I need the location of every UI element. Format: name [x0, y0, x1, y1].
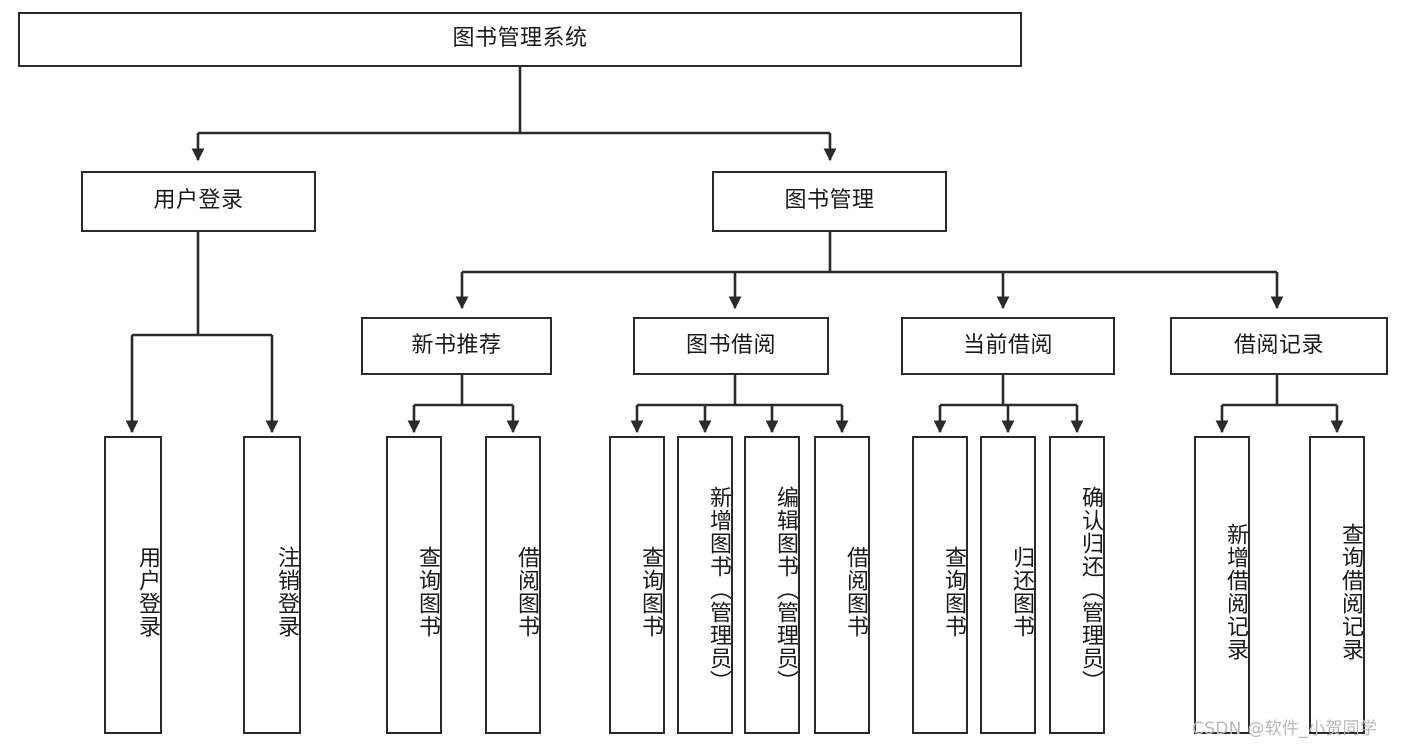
node-label: 新增图书（管理员）	[706, 485, 731, 693]
node-label: 借阅图书	[514, 546, 539, 638]
node-label: 借阅记录	[1233, 332, 1324, 358]
leaf-book-borrow-add-book-admin[interactable]: 新增图书（管理员）	[677, 436, 733, 734]
node-label: 用户登录	[135, 546, 160, 638]
leaf-current-borrow-query-book[interactable]: 查询图书	[912, 436, 968, 734]
node-label: 图书借阅	[685, 332, 776, 358]
leaf-current-borrow-confirm-return-admin[interactable]: 确认归还（管理员）	[1049, 436, 1105, 734]
node-new-book-recommend[interactable]: 新书推荐	[361, 317, 552, 375]
leaf-book-borrow-borrow-book[interactable]: 借阅图书	[814, 436, 870, 734]
leaf-book-borrow-query-book[interactable]: 查询图书	[609, 436, 665, 734]
node-root-book-management-system[interactable]: 图书管理系统	[18, 12, 1022, 67]
leaf-current-borrow-return-book[interactable]: 归还图书	[980, 436, 1036, 734]
node-label: 查询图书	[638, 546, 663, 638]
node-book-borrow[interactable]: 图书借阅	[633, 317, 829, 375]
node-label: 归还图书	[1009, 546, 1034, 638]
node-label: 确认归还（管理员）	[1078, 485, 1103, 693]
leaf-new-book-query-book[interactable]: 查询图书	[386, 436, 442, 734]
node-label: 借阅图书	[843, 546, 868, 638]
node-label: 用户登录	[153, 188, 244, 214]
csdn-watermark: CSDN @软件_小贺同学	[1192, 719, 1378, 739]
node-book-management[interactable]: 图书管理	[712, 171, 947, 232]
leaf-borrow-record-query-record[interactable]: 查询借阅记录	[1309, 436, 1365, 734]
node-label: 编辑图书（管理员）	[773, 485, 798, 693]
leaf-borrow-record-add-record[interactable]: 新增借阅记录	[1194, 436, 1250, 734]
node-user-login[interactable]: 用户登录	[81, 171, 316, 232]
node-label: 注销登录	[274, 546, 299, 638]
node-label: 图书管理	[784, 188, 875, 214]
node-label: 当前借阅	[962, 332, 1053, 358]
leaf-new-book-borrow-book[interactable]: 借阅图书	[485, 436, 541, 734]
node-label: 查询借阅记录	[1338, 523, 1363, 661]
node-label: 新书推荐	[411, 332, 502, 358]
node-label: 查询图书	[415, 546, 440, 638]
leaf-user-login-signin[interactable]: 用户登录	[104, 436, 162, 734]
node-label: 图书管理系统	[452, 26, 588, 52]
node-current-borrow[interactable]: 当前借阅	[901, 317, 1115, 375]
node-label: 查询图书	[941, 546, 966, 638]
leaf-user-login-signout[interactable]: 注销登录	[243, 436, 301, 734]
leaf-book-borrow-edit-book-admin[interactable]: 编辑图书（管理员）	[744, 436, 800, 734]
node-borrow-record[interactable]: 借阅记录	[1170, 317, 1388, 375]
node-label: 新增借阅记录	[1223, 523, 1248, 661]
